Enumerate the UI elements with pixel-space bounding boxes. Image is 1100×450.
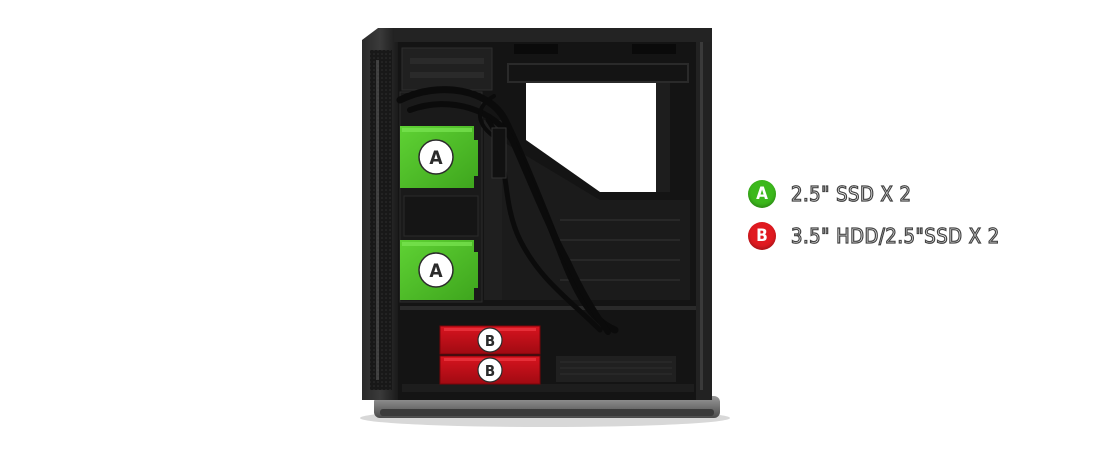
- legend-item-a: A 2.5" SSD X 2: [748, 177, 1088, 211]
- bay-a-top-badge: [418, 139, 454, 175]
- bay-b-top-badge: [477, 327, 503, 353]
- bay-a-bottom-letter: A: [429, 260, 443, 282]
- legend-a-badge: A: [748, 180, 776, 208]
- legend-a-label: 2.5" SSD X 2: [790, 181, 912, 206]
- bay-b-bottom-letter: B: [485, 362, 495, 380]
- tray-cutout: [526, 82, 656, 192]
- bay-b-top-letter: B: [485, 332, 495, 350]
- bay-b-bottom-badge: [477, 357, 503, 383]
- bay-a-bottom-badge: [418, 252, 454, 288]
- legend-b-label: 3.5" HDD/2.5"SSD X 2: [790, 223, 1000, 248]
- bay-a-top-letter: A: [429, 147, 443, 169]
- psu-shroud: [400, 306, 696, 310]
- top-rail: [394, 28, 712, 42]
- ssd-bay-a-bottom: A: [400, 240, 478, 300]
- front-mesh: [370, 50, 392, 390]
- ssd-bay-a-top: A: [400, 126, 478, 188]
- legend-b-badge: B: [748, 222, 776, 250]
- rear-rail: [696, 28, 712, 400]
- hdd-bay-b-bottom: B: [439, 355, 541, 385]
- hdd-bay-b-top: B: [439, 325, 541, 355]
- legend-item-b: B 3.5" HDD/2.5"SSD X 2: [748, 219, 1088, 253]
